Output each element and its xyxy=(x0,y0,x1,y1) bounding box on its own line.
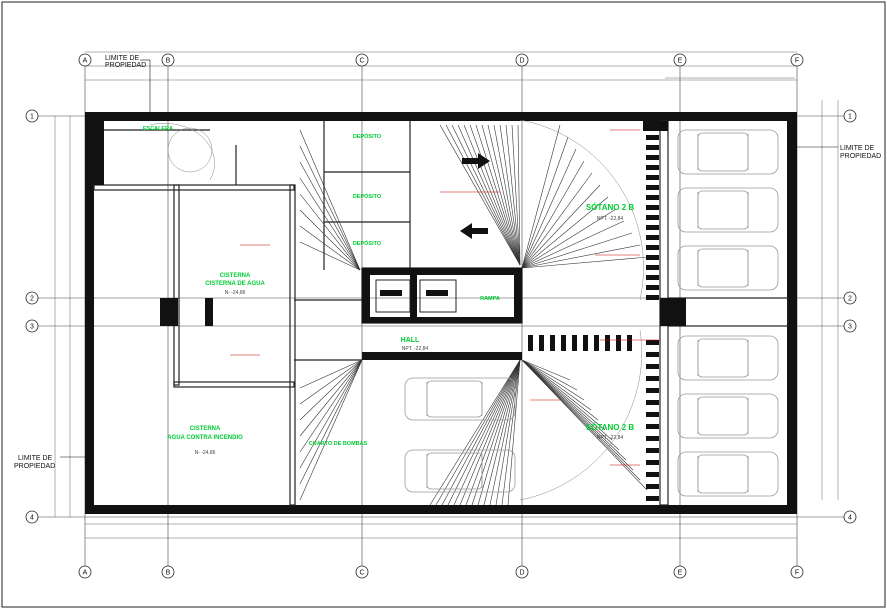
deposito-b-label: DEPÓSITO xyxy=(353,192,382,200)
car-top-view-icon-6 xyxy=(677,451,779,497)
limit-leaders xyxy=(60,59,838,458)
grid-bubble-top-E: E xyxy=(673,53,687,67)
parking-cars xyxy=(404,129,779,497)
grid-bubble-bottom-A: A xyxy=(78,565,92,579)
svg-text:3: 3 xyxy=(848,324,852,331)
svg-text:1: 1 xyxy=(848,114,852,121)
grid-bubble-bottom-C: C xyxy=(355,565,369,579)
sotano-lower-label: SÓTANO 2 B xyxy=(586,423,635,432)
elevator-marks xyxy=(380,290,448,296)
svg-text:A: A xyxy=(83,58,88,65)
cisterna-2-level: N- -24,86 xyxy=(195,450,216,456)
limite-right-line1: LIMITE DE xyxy=(840,145,875,152)
limite-left-line2: PROPIEDAD xyxy=(14,463,55,470)
grid-bubble-bottom-E: E xyxy=(673,565,687,579)
sotano-upper-level: NPT. -22,84 xyxy=(597,216,624,222)
grid-lines xyxy=(32,60,850,570)
grid-bubble-top-A: A xyxy=(78,53,92,67)
elevators xyxy=(375,279,457,313)
limite-top-line2: PROPIEDAD xyxy=(105,62,146,69)
car-top-view-icon-5 xyxy=(677,393,779,439)
car-top-view-icon-2 xyxy=(677,187,779,233)
svg-text:B: B xyxy=(166,58,171,65)
svg-text:B: B xyxy=(166,570,171,577)
arrow-direction-icon xyxy=(460,153,490,239)
svg-text:F: F xyxy=(795,58,799,65)
limite-right-line2: PROPIEDAD xyxy=(840,153,881,160)
svg-text:A: A xyxy=(83,570,88,577)
sotano-lower-level: NPT. -22,84 xyxy=(597,435,624,441)
svg-text:3: 3 xyxy=(30,324,34,331)
grid-bubble-top-C: C xyxy=(355,53,369,67)
car-top-view-icon-7 xyxy=(404,377,516,421)
svg-text:D: D xyxy=(519,570,524,577)
svg-text:E: E xyxy=(678,570,683,577)
grid-bubbles: A B C D E F A B C D E F 1 2 3 4 1 2 3 4 xyxy=(25,53,857,579)
car-top-view-icon-1 xyxy=(677,129,779,175)
svg-text:4: 4 xyxy=(30,515,34,522)
hall-label: HALL xyxy=(401,337,420,344)
outer-walls xyxy=(85,112,797,514)
note-leaders xyxy=(230,129,660,466)
door-arcs xyxy=(149,119,644,501)
grid-bubble-right-4: 4 xyxy=(843,510,857,524)
cisterna-1-level: N- -24,86 xyxy=(225,290,246,296)
limite-left-line1: LIMITE DE xyxy=(18,455,53,462)
rampa-label: RAMPA xyxy=(480,296,500,302)
level-labels: NPT. -22,84 NPT. -22,84 N- -24,86 N- -24… xyxy=(195,216,624,456)
grid-bubble-right-3: 3 xyxy=(843,319,857,333)
grid-bubble-left-4: 4 xyxy=(25,510,39,524)
grid-bubble-bottom-F: F xyxy=(790,565,804,579)
svg-text:F: F xyxy=(795,570,799,577)
grid-bubble-left-3: 3 xyxy=(25,319,39,333)
grid-bubble-left-2: 2 xyxy=(25,291,39,305)
grid-bubble-left-1: 1 xyxy=(25,109,39,123)
car-top-view-icon-3 xyxy=(677,245,779,291)
cisterna-1-line1: CISTERNA xyxy=(220,273,251,279)
car-top-view-icon-8 xyxy=(404,449,516,493)
svg-text:C: C xyxy=(359,570,364,577)
grid-bubble-bottom-D: D xyxy=(515,565,529,579)
escalera-label: ESCALERA xyxy=(143,126,173,132)
grid-bubble-top-B: B xyxy=(161,53,175,67)
svg-text:2: 2 xyxy=(848,296,852,303)
hall-level: NPT. -22,84 xyxy=(402,346,429,352)
cisterna-2-line1: CISTERNA xyxy=(190,426,221,432)
cisterna-1-line2: CISTERNA DE AGUA xyxy=(205,281,265,287)
ramp-lines xyxy=(299,124,649,506)
grid-bubble-top-D: D xyxy=(515,53,529,67)
svg-text:C: C xyxy=(359,58,364,65)
crosswalk-bars xyxy=(528,135,659,501)
svg-text:2: 2 xyxy=(30,296,34,303)
svg-text:1: 1 xyxy=(30,114,34,121)
property-limit-labels: LIMITE DE PROPIEDAD LIMITE DE PROPIEDAD … xyxy=(14,55,881,470)
limite-top-line1: LIMITE DE xyxy=(105,55,140,62)
room-labels: SÓTANO 2 B SÓTANO 2 B CISTERNA CISTERNA … xyxy=(143,126,635,447)
grid-bubble-top-F: F xyxy=(790,53,804,67)
grid-bubble-bottom-B: B xyxy=(161,565,175,579)
columns xyxy=(94,121,686,360)
svg-text:4: 4 xyxy=(848,515,852,522)
dimension-lines xyxy=(54,51,839,539)
svg-text:E: E xyxy=(678,58,683,65)
car-top-view-icon-4 xyxy=(677,335,779,381)
deposito-a-label: DEPÓSITO xyxy=(353,132,382,140)
sotano-upper-label: SÓTANO 2 B xyxy=(586,203,635,212)
svg-text:D: D xyxy=(519,58,524,65)
cuarto-bombas-label: CUARTO DE BOMBAS xyxy=(309,441,368,447)
grid-bubble-right-1: 1 xyxy=(843,109,857,123)
grid-bubble-right-2: 2 xyxy=(843,291,857,305)
cisterna-2-line2: AGUA CONTRA INCENDIO xyxy=(167,435,243,441)
deposito-c-label: DEPÓSITO xyxy=(353,239,382,247)
